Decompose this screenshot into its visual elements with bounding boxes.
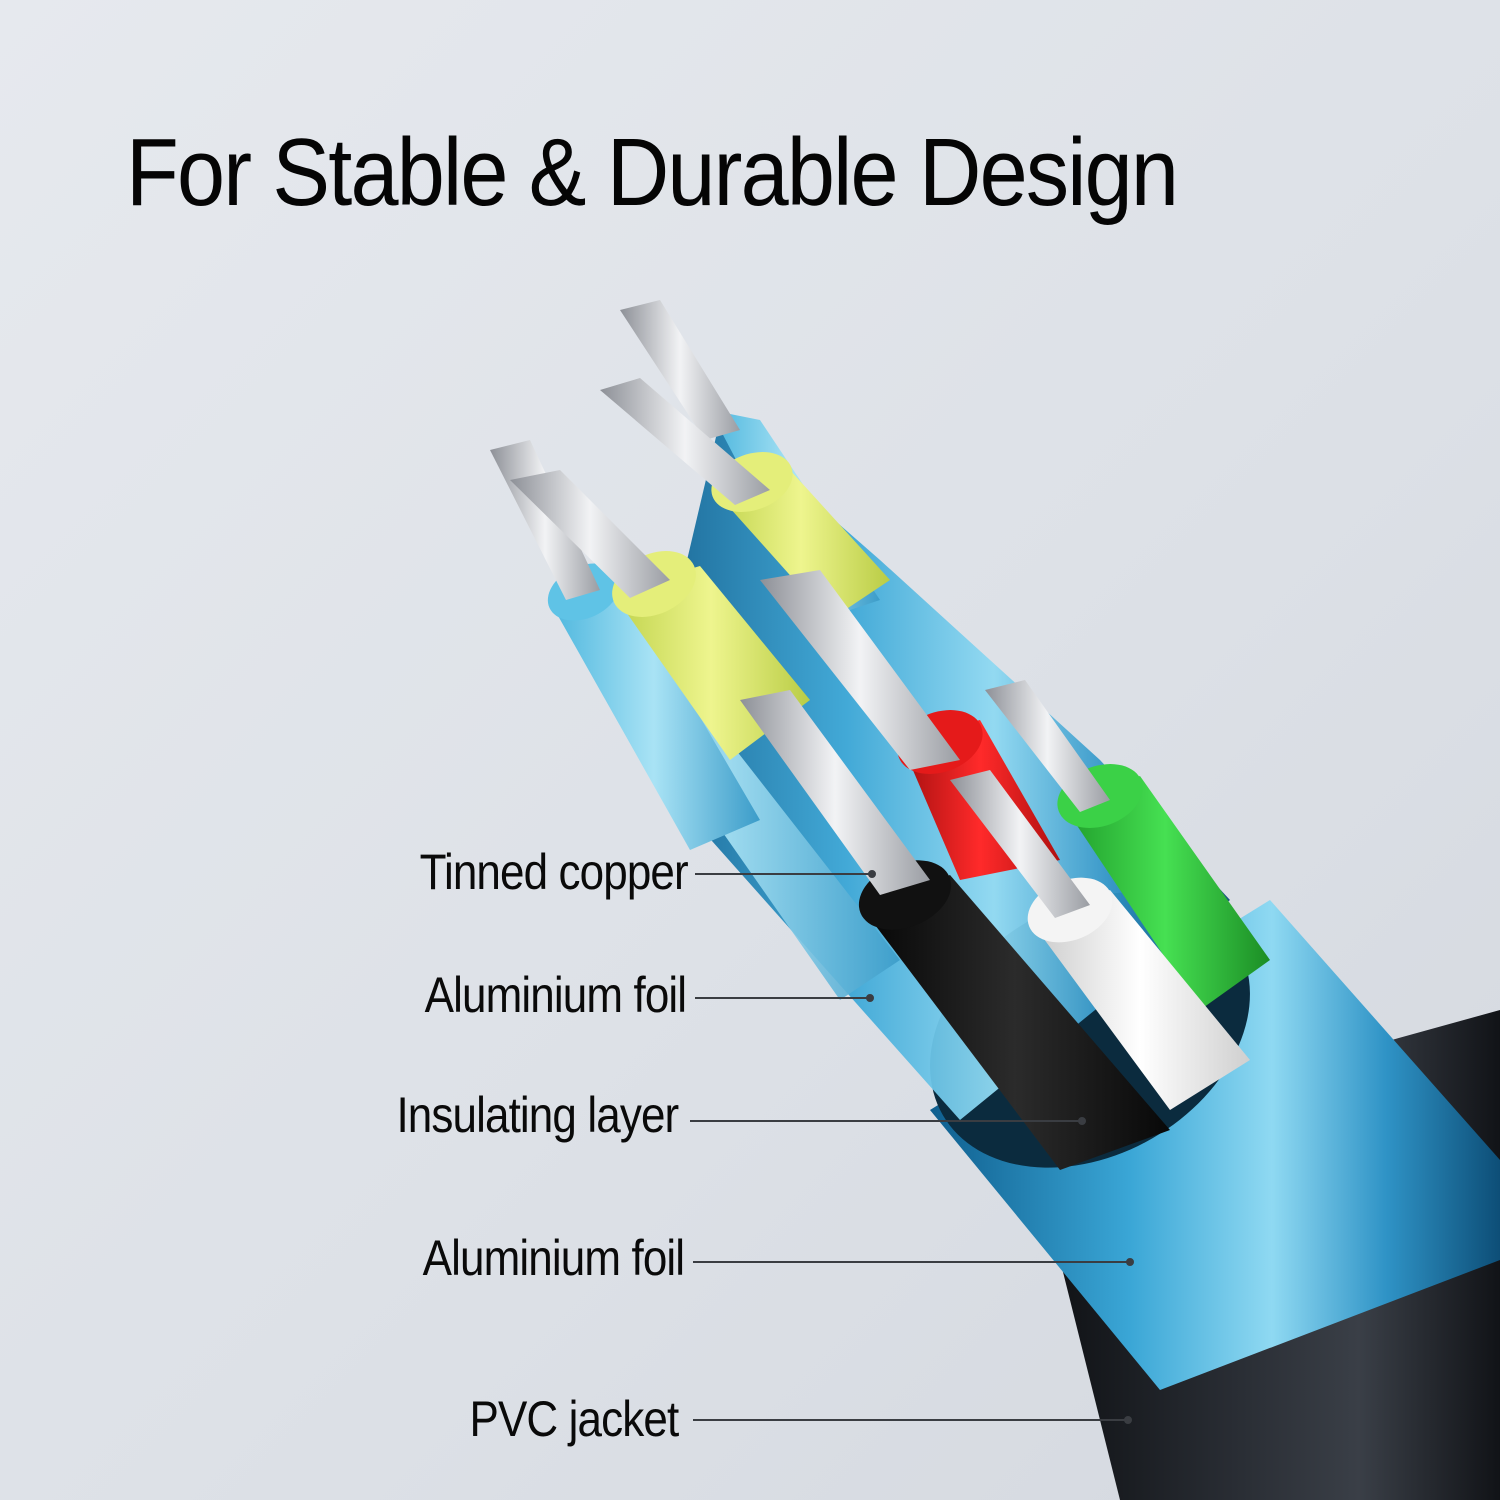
wire-black (740, 690, 1170, 1170)
leader-lines (690, 870, 1134, 1424)
label-pvc-jacket: PVC jacket (469, 1391, 679, 1447)
label-tinned-copper: Tinned copper (419, 844, 689, 900)
wire-green (985, 680, 1270, 1010)
label-aluminium-foil-outer: Aluminium foil (422, 1230, 684, 1286)
page-title: For Stable & Durable Design (126, 119, 1179, 226)
label-insulating-layer: Insulating layer (396, 1087, 679, 1143)
wire-yellow-top (600, 378, 890, 620)
label-aluminium-foil-inner: Aluminium foil (424, 967, 686, 1023)
wire-white (950, 770, 1250, 1110)
